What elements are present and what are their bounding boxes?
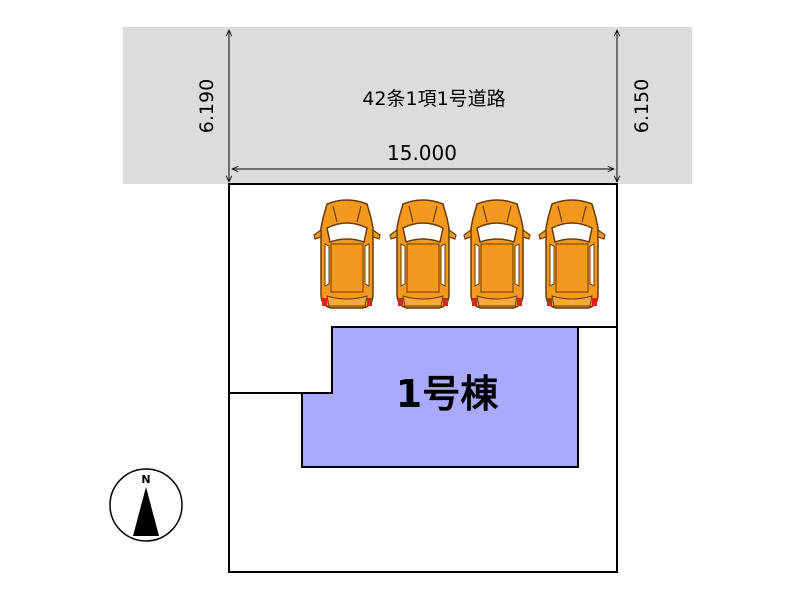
right-road-width: 6.150: [631, 79, 653, 133]
car-top-view-icon: [313, 199, 381, 309]
north-arrow-icon: [133, 487, 159, 536]
parking-space-3: [463, 199, 531, 309]
compass: N: [109, 468, 183, 542]
car-top-view-icon: [389, 199, 457, 309]
north-label: N: [141, 473, 150, 486]
parking-space-1: [313, 199, 381, 309]
left-road-width: 6.190: [196, 79, 218, 133]
car-top-view-icon: [463, 199, 531, 309]
road-area: [123, 27, 692, 184]
building-label: 1号棟: [396, 372, 499, 416]
frontage-width: 15.000: [387, 141, 457, 165]
building-footprint: [301, 326, 579, 468]
car-top-view-icon: [538, 199, 606, 309]
parking-space-2: [389, 199, 457, 309]
road-label: 42条1項1号道路: [362, 88, 505, 110]
parking-space-4: [538, 199, 606, 309]
